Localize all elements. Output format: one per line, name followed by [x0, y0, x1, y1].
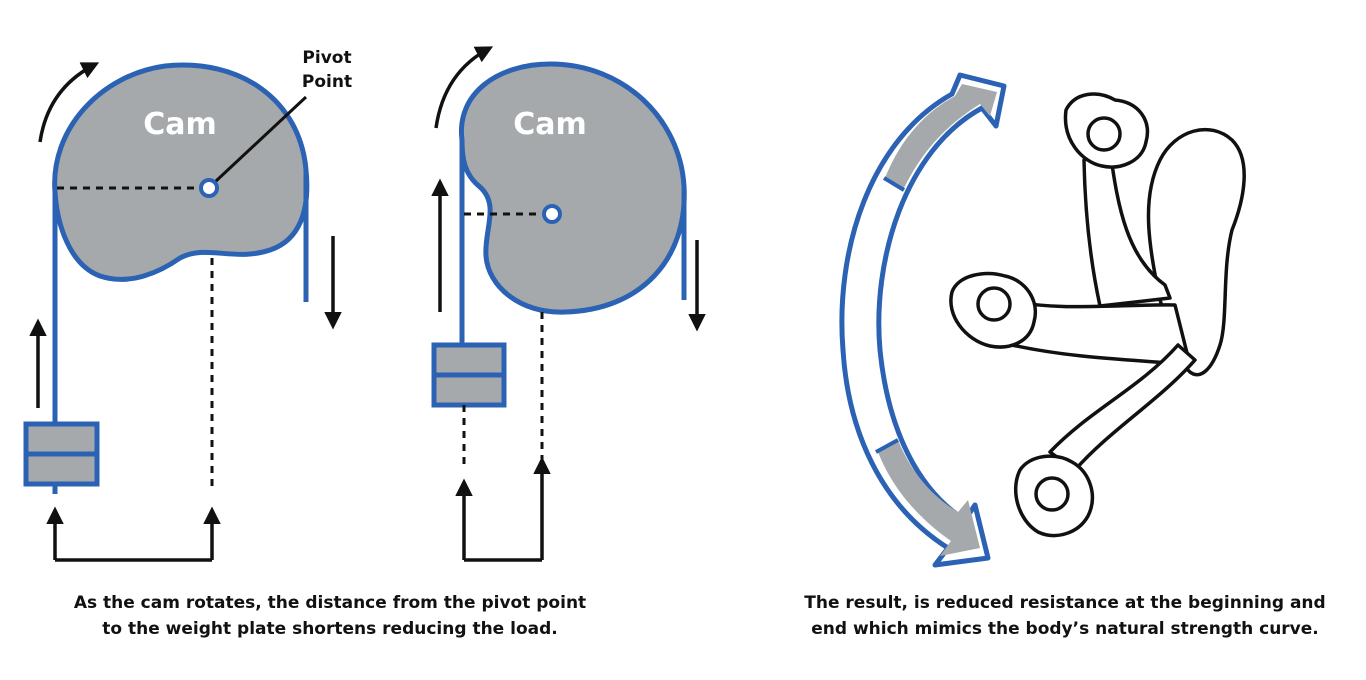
weight-plate-left	[23, 421, 100, 487]
weight-plate-middle	[431, 342, 507, 408]
strength-curve-diagram	[839, 72, 1246, 568]
cam-label-middle: Cam	[513, 107, 587, 142]
caption-right-line1: The result, is reduced resistance at the…	[804, 593, 1326, 613]
cam-shape-left	[52, 62, 310, 282]
curved-range-arrow	[839, 72, 1007, 568]
caption-left-line1: As the cam rotates, the distance from th…	[73, 593, 587, 613]
cam-shape-middle	[458, 61, 687, 315]
caption-left: As the cam rotates, the distance from th…	[20, 590, 640, 642]
pivot-label-line2: Point	[302, 72, 352, 92]
pivot-point-left	[199, 178, 219, 198]
arm-illustration	[949, 92, 1246, 538]
caption-right: The result, is reduced resistance at the…	[770, 590, 1360, 642]
reduced-resistance-start	[885, 84, 997, 188]
pivot-label-line1: Pivot	[302, 48, 351, 68]
forearm-bottom	[1048, 343, 1197, 472]
rotation-arrow-left	[38, 62, 100, 143]
caption-left-line2: to the weight plate shortens reducing th…	[102, 619, 558, 639]
reduced-resistance-end	[878, 440, 980, 556]
caption-right-line2: end which mimics the body’s natural stre…	[811, 619, 1319, 639]
cam-label-left: Cam	[143, 107, 217, 142]
middle-cam-diagram: Cam	[431, 46, 706, 562]
pivot-point-middle	[542, 204, 562, 224]
left-cam-diagram: Cam Pivot Point	[23, 48, 352, 562]
rotation-arrow-middle	[434, 46, 494, 129]
pivot-pointer-line	[214, 95, 308, 183]
